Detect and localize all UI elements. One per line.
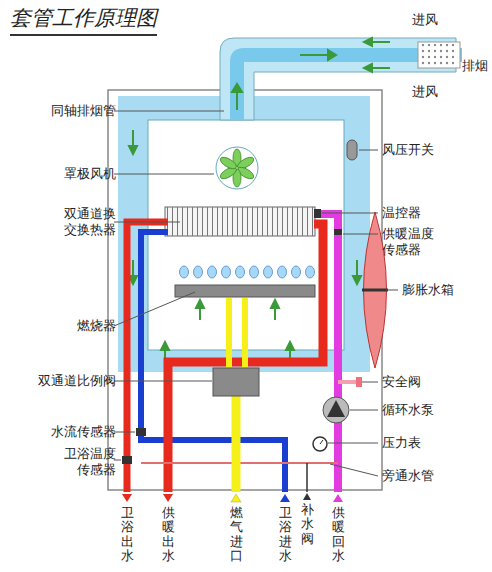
part-label: 罩极风机 [64, 166, 116, 182]
part-label: 水流传感器 [51, 424, 116, 440]
part-label: 安全阀 [382, 374, 421, 390]
port-label: 供暖出水 [162, 506, 175, 563]
part-label: 旁通水管 [382, 468, 434, 484]
part-label: 压力表 [382, 435, 421, 451]
exhaust-label: 排烟 [462, 58, 488, 74]
air-inlet-label: 进风 [412, 12, 438, 28]
part-label: 燃烧器 [77, 318, 116, 334]
part-label: 温控器 [382, 205, 421, 221]
part-label: 双通道比例阀 [38, 373, 116, 389]
port-label: 供暖回水 [332, 506, 345, 563]
part-label: 风压开关 [382, 142, 434, 158]
part-label: 供暖温度传感器 [382, 226, 437, 257]
port-label: 卫浴出水 [121, 506, 134, 563]
part-label: 卫浴温度传感器 [61, 446, 116, 477]
port-label: 卫浴进水 [279, 506, 292, 563]
flame [292, 266, 301, 278]
flame [222, 266, 231, 278]
flame [250, 266, 259, 278]
flame [264, 266, 273, 278]
part-label: 同轴排烟管 [51, 103, 116, 119]
flame [180, 266, 189, 278]
air-inlet-label: 进风 [412, 84, 438, 100]
title: 套管工作原理图 [10, 4, 157, 36]
part-label: 膨胀水箱 [402, 282, 454, 298]
flame [306, 266, 315, 278]
part-label: 双通道换交换热器 [61, 206, 116, 237]
port-label: 补水阀 [301, 503, 314, 546]
flame [278, 266, 287, 278]
flame [208, 266, 217, 278]
flame [194, 266, 203, 278]
flame [236, 266, 245, 278]
part-label: 循环水泵 [382, 402, 434, 418]
port-label: 燃气进口 [230, 506, 243, 563]
